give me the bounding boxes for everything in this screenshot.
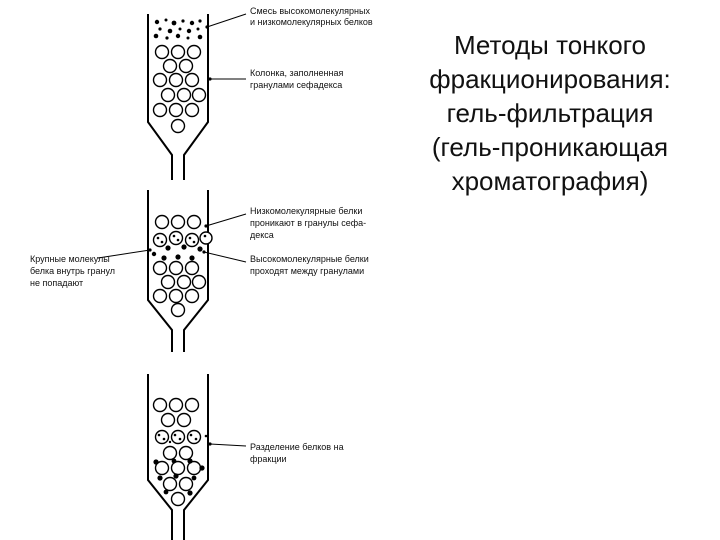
label-mixture: Смесь высокомолекулярных и низкомолекуля… (250, 6, 373, 27)
pointer-large-dot (148, 248, 152, 252)
label-low-line-2: проникают в гранулы сефа- (250, 218, 366, 228)
pointer-mixture (206, 13, 247, 28)
label-high-line-2: проходят между гранулами (250, 266, 364, 276)
sephadex-granules (152, 44, 207, 134)
column-2: Низкомолекулярные белки проникают в гран… (30, 190, 371, 352)
title-line-1: Методы тонкого (453, 30, 647, 60)
label-low-line-3: декса (250, 230, 274, 240)
label-high-line-1: Высокомолекулярные белки (250, 254, 369, 264)
pointer-mixture-dot (205, 25, 209, 29)
sephadex-granules-upper (154, 214, 202, 230)
fraction-large-proteins (153, 458, 205, 496)
pointer-high-dot (202, 250, 206, 254)
fraction-small-proteins (154, 429, 202, 445)
title-line-5: хроматография) (451, 166, 649, 196)
label-mixture-line-2: и низкомолекулярных белков (250, 17, 373, 27)
label-column-line-1: Колонка, заполненная (250, 68, 344, 78)
pointer-separation-dot (208, 442, 212, 446)
protein-mixture (153, 18, 203, 40)
pointer-separation (209, 443, 247, 447)
pointer-large (97, 249, 151, 259)
sephadex-granules-lower (152, 260, 207, 318)
column-3: Разделение белков на фракции (147, 374, 346, 540)
column-2-outline (147, 190, 209, 352)
fraction-small-dots (157, 433, 208, 444)
pointer-column-dot (208, 77, 212, 81)
label-large-line-2: белка внутрь гранул (30, 266, 115, 276)
slide-title: Методы тонкого фракционирования: гель-фи… (400, 28, 700, 198)
label-mixture-line-1: Смесь высокомолекулярных (250, 6, 370, 16)
label-separation-line-2: фракции (250, 454, 287, 464)
column-1-outline (147, 14, 209, 180)
granules-with-small-proteins (152, 230, 213, 248)
small-proteins-inside (156, 234, 207, 244)
label-column-line-2: гранулами сефадекса (250, 80, 342, 90)
title-line-3: гель-фильтрация (446, 98, 654, 128)
column-1: Смесь высокомолекулярных и низкомолекуля… (147, 6, 373, 180)
column-3-outline (147, 374, 209, 540)
label-separation-line-1: Разделение белков на (250, 442, 344, 452)
large-proteins (151, 244, 203, 261)
label-large-line-3: не попадают (30, 278, 83, 288)
label-large-line-1: Крупные молекулы (30, 254, 110, 264)
sephadex-granules-top (152, 397, 200, 428)
label-separation: Разделение белков на фракции (250, 442, 346, 464)
pointer-high (203, 251, 247, 263)
label-low: Низкомолекулярные белки проникают в гран… (250, 206, 369, 240)
pointer-low (205, 213, 247, 227)
sephadex-granules-middle (154, 445, 202, 507)
pointer-low-dot (204, 224, 208, 228)
label-high: Высокомолекулярные белки проходят между … (250, 254, 371, 276)
label-column: Колонка, заполненная гранулами сефадекса (250, 68, 346, 90)
label-low-line-1: Низкомолекулярные белки (250, 206, 362, 216)
title-line-4: (гель-проникающая (431, 132, 669, 162)
label-large: Крупные молекулы белка внутрь гранул не … (30, 254, 118, 288)
title-line-2: фракционирования: (429, 64, 671, 94)
